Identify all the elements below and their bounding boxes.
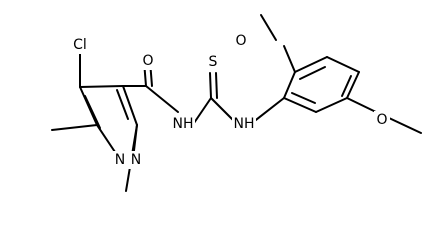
chemical-structure: Cl O S O O NH NH N N [51, 14, 422, 192]
bond-nh-thiocarbonyl [193, 97, 212, 124]
n-ring-left-label-bg [112, 151, 128, 169]
nh-amide-label: NH [173, 116, 194, 132]
s-label: S [209, 54, 218, 70]
bond-aryl-5 [315, 97, 348, 113]
o-carbonyl-label-bg [140, 52, 156, 70]
atom-labels: Cl O S O O NH NH N N [66, 32, 390, 169]
bond-c5-methyl [51, 124, 98, 131]
nh-thio-label-bg [232, 115, 256, 133]
amide-chain [122, 60, 285, 124]
bond-aryl-ortho-methoxy [283, 45, 296, 73]
nh-amide-label-bg [171, 115, 195, 133]
o-methoxy-top-label: O [235, 33, 246, 49]
molecule-canvas: Cl O S O O NH NH N N [51, 14, 422, 192]
aryl-ring [260, 14, 422, 134]
n-ring-right-label-bg [128, 151, 144, 169]
bond-aryl-6 [283, 97, 317, 113]
n-ring-right-label: N [131, 152, 141, 168]
o-methoxy-right-label-bg [374, 111, 390, 129]
bond-n2-c3-double [116, 89, 129, 120]
bond-c4-c5 [79, 86, 98, 126]
pyrazole-ring [51, 53, 138, 192]
bond-methoxy-top-methyl [260, 14, 277, 41]
bond-aryl-2 [294, 56, 328, 73]
bond-thiocarbonyl-s-double [215, 72, 218, 99]
bond-carbonyl-nh [145, 85, 179, 113]
bond-methoxy-right-methyl [388, 117, 422, 134]
cl-label: Cl [73, 37, 87, 53]
bond-aryl-3 [326, 56, 360, 73]
bond-aryl-meta-methoxy [346, 97, 379, 114]
o-methoxy-top-label-bg [233, 32, 249, 50]
bond-c3-c4 [79, 85, 124, 88]
o-methoxy-right-label: O [376, 112, 387, 128]
bond-thiocarbonyl-nh [210, 97, 237, 124]
bond-aryl-1 [283, 71, 296, 99]
bond-aryl-double-1 [299, 66, 326, 80]
bond-thiocarbonyl-s [209, 72, 212, 99]
cl-label-bg [66, 36, 94, 54]
bond-c4-c5-double [84, 95, 101, 129]
bond-nh-aryl [251, 97, 285, 124]
bond-aryl-double-3 [291, 92, 316, 104]
nh-thio-label: NH [234, 116, 255, 132]
o-carbonyl-label: O [142, 53, 153, 69]
s-label-bg [205, 53, 221, 71]
bond-n2-c3 [122, 85, 138, 126]
bond-aryl-4 [346, 71, 360, 99]
bond-aryl-double-2 [341, 75, 352, 97]
n-ring-left-label: N [115, 152, 125, 168]
